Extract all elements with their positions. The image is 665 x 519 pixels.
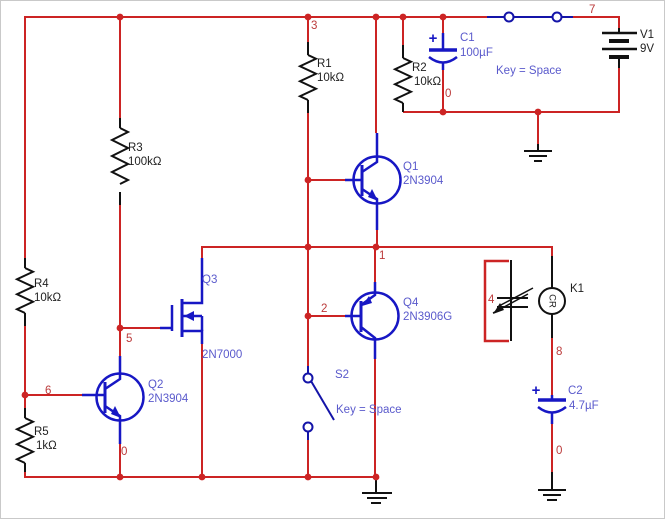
emitter-arrow xyxy=(111,406,121,418)
mosfet-q3[interactable] xyxy=(160,258,204,344)
node-label-0-top: 0 xyxy=(445,88,451,100)
relay-coil-k1[interactable]: CR xyxy=(538,256,566,338)
k1-ref-label: K1 xyxy=(570,283,584,295)
c2-plus-sign: + xyxy=(532,382,541,399)
node-label-7: 7 xyxy=(589,4,595,16)
junction-dot xyxy=(399,13,407,21)
q3-part-label: 2N7000 xyxy=(202,349,242,361)
c1-ref-label: C1 xyxy=(460,32,475,44)
switch-s2[interactable] xyxy=(302,366,335,440)
wire[interactable] xyxy=(24,16,487,258)
node-label-6: 6 xyxy=(45,385,51,397)
node-label-5: 5 xyxy=(126,333,132,345)
node-label-2: 2 xyxy=(321,303,327,315)
capacitor-c2[interactable] xyxy=(537,395,567,424)
r2-ref-label: R2 xyxy=(412,62,427,74)
junction-dot xyxy=(372,243,380,251)
r5-value-label: 1kΩ xyxy=(36,440,57,452)
q3-ref-label: Q3 xyxy=(202,274,217,286)
r3-value-label: 100kΩ xyxy=(128,156,162,168)
node-label-3: 3 xyxy=(311,20,317,32)
q4-ref-label: Q4 xyxy=(403,297,419,309)
node-label-0-q2: 0 xyxy=(121,446,127,458)
junction-dot xyxy=(304,243,312,251)
ground-symbol[interactable] xyxy=(362,479,392,504)
r4-value-label: 10kΩ xyxy=(34,292,62,304)
relay-contact[interactable] xyxy=(492,260,534,341)
junction-dot xyxy=(304,13,312,21)
v1-ref-label: V1 xyxy=(640,29,654,41)
emitter-arrow xyxy=(362,296,372,306)
junction-dot xyxy=(116,324,124,332)
transistor-q1[interactable] xyxy=(345,133,402,230)
capacitor-c1[interactable] xyxy=(428,33,458,70)
junction-dot xyxy=(198,473,206,481)
s2-ref-label: S2 xyxy=(335,369,349,381)
junction-dot xyxy=(304,312,312,320)
ground-symbol[interactable] xyxy=(538,472,566,501)
junction-dot xyxy=(534,108,542,116)
emitter-arrow xyxy=(368,189,378,201)
r4-ref-label: R4 xyxy=(34,278,49,290)
junction-dot xyxy=(116,13,124,21)
resistor-r1[interactable] xyxy=(297,42,319,113)
node-label-4: 4 xyxy=(488,294,495,306)
contact-arrowhead xyxy=(493,303,504,314)
transistor-q4[interactable] xyxy=(345,282,400,359)
switch-top[interactable] xyxy=(487,11,573,23)
resistor-r2[interactable] xyxy=(392,45,414,112)
ground-symbol[interactable] xyxy=(524,144,552,162)
junction-dot xyxy=(372,473,380,481)
q2-ref-label: Q2 xyxy=(148,379,163,391)
wires[interactable] xyxy=(24,16,620,478)
r2-value-label: 10kΩ xyxy=(414,76,442,88)
junction-dot xyxy=(116,473,124,481)
junction-dot xyxy=(439,108,447,116)
resistor-r3[interactable] xyxy=(109,118,131,205)
junction-dot xyxy=(439,13,447,21)
resistor-r4[interactable] xyxy=(14,258,36,326)
junction-dot xyxy=(304,473,312,481)
junction-dots xyxy=(21,13,542,481)
relay-contact-wire-loop[interactable] xyxy=(483,259,509,343)
junction-dot xyxy=(304,176,312,184)
top-switch-key-label: Key = Space xyxy=(496,65,562,77)
c1-plus-sign: + xyxy=(429,30,438,47)
node-label-0-c2: 0 xyxy=(556,445,562,457)
q1-part-label: 2N3904 xyxy=(403,175,444,187)
battery-v1[interactable] xyxy=(602,28,637,68)
node-label-8: 8 xyxy=(556,346,562,358)
q4-part-label: 2N3906G xyxy=(403,311,452,323)
r3-ref-label: R3 xyxy=(128,142,143,154)
junction-dot xyxy=(372,13,380,21)
r1-value-label: 10kΩ xyxy=(317,72,345,84)
c2-ref-label: C2 xyxy=(568,385,583,397)
c1-value-label: 100µF xyxy=(460,47,493,59)
q2-part-label: 2N3904 xyxy=(148,393,189,405)
q1-ref-label: Q1 xyxy=(403,161,418,173)
v1-value-label: 9V xyxy=(640,43,654,55)
mosfet-arrow xyxy=(184,311,194,321)
c2-value-label: 4.7µF xyxy=(569,400,599,412)
relay-coil-text: CR xyxy=(547,294,558,308)
wire[interactable] xyxy=(573,16,620,28)
wire[interactable] xyxy=(403,68,620,113)
junction-dot xyxy=(21,391,29,399)
node-label-1: 1 xyxy=(379,250,385,262)
r5-ref-label: R5 xyxy=(34,426,49,438)
wire[interactable] xyxy=(24,472,376,478)
s2-key-label: Key = Space xyxy=(336,404,402,416)
resistor-r5[interactable] xyxy=(14,408,36,472)
transistor-q2[interactable] xyxy=(82,356,145,444)
r1-ref-label: R1 xyxy=(317,58,332,70)
